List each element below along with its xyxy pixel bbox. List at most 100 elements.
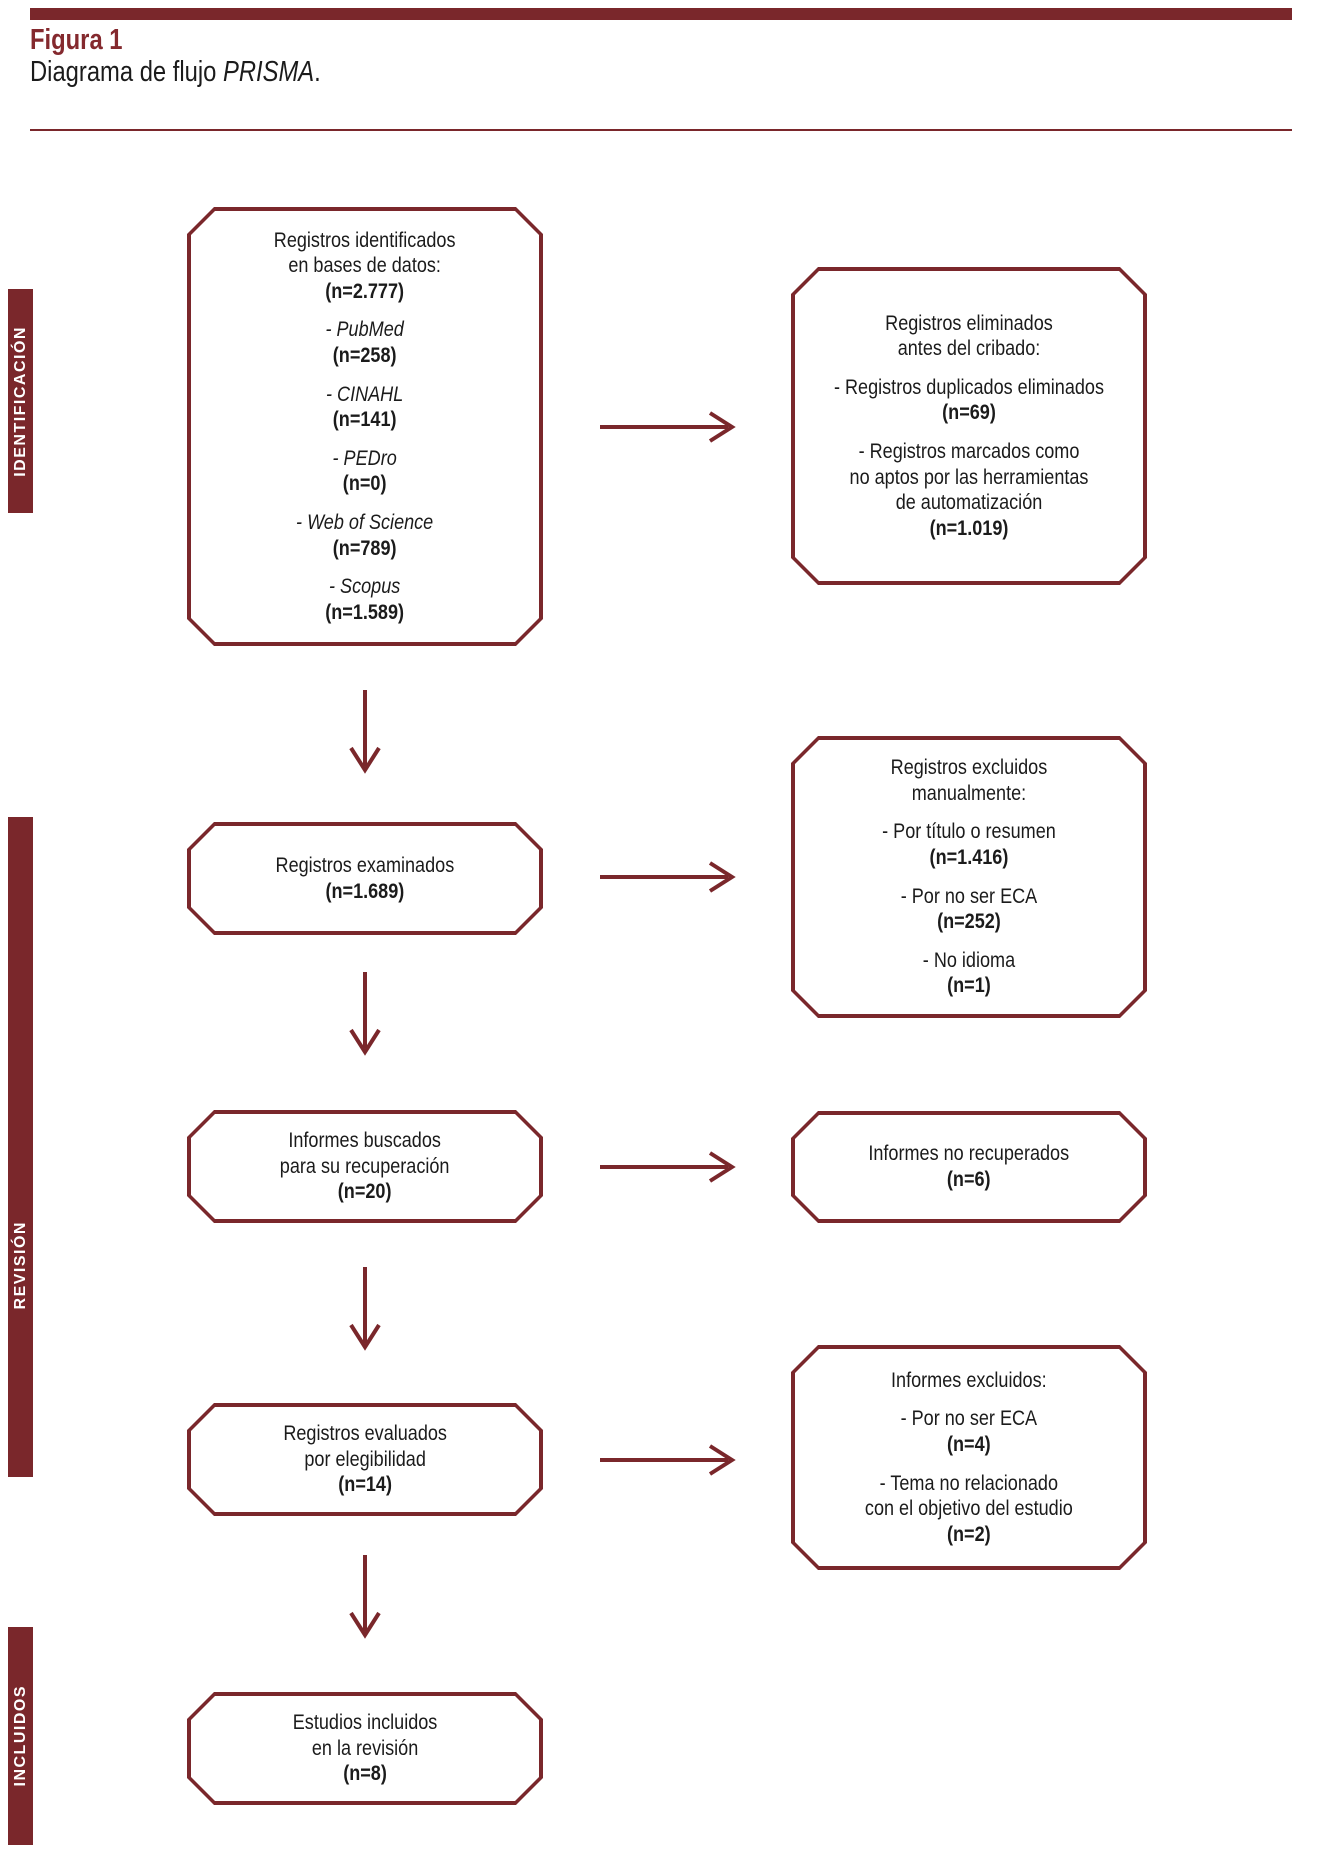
flow-arrow-right-4 xyxy=(600,1442,740,1478)
box-reports-not-retrieved-content: Informes no recuperados (n=6) xyxy=(869,1141,1070,1192)
stage-label-identification: IDENTIFICACIÓN xyxy=(8,289,33,513)
flow-arrow-down-3 xyxy=(347,1267,383,1355)
exclusion-n-value: (n=69) xyxy=(942,401,996,425)
box-reports-excluded: Informes excluidos: - Por no ser ECA (n=… xyxy=(791,1345,1147,1570)
box-records-assessed-surface: Registros evaluados por elegibilidad (n=… xyxy=(191,1407,539,1512)
top-rule-bar xyxy=(30,8,1292,20)
exclusion-line: - Registros marcados como xyxy=(858,440,1080,463)
flow-arrow-right-2 xyxy=(600,859,740,895)
exclusion-n-value: (n=252) xyxy=(937,910,1001,934)
box-excluded-manually-surface: Registros excluidos manualmente: - Por t… xyxy=(795,740,1143,1014)
box-title-line: Registros excluidos xyxy=(890,756,1048,780)
exclusion-line: no aptos por las herramientas xyxy=(849,465,1089,489)
figure-title-text: Diagrama de flujo xyxy=(30,56,223,88)
exclusion-line: - Tema no relacionado xyxy=(879,1471,1059,1495)
source-n-value: (n=0) xyxy=(343,472,387,496)
exclusion-line: - No idioma xyxy=(922,948,1016,972)
exclusion-item: - Tema no relacionado con el objetivo de… xyxy=(865,1471,1073,1548)
box-excluded-manually: Registros excluidos manualmente: - Por t… xyxy=(791,736,1147,1018)
box-title-line: manualmente: xyxy=(911,781,1027,805)
exclusion-line: con el objetivo del estudio xyxy=(865,1497,1073,1521)
box-records-screened: Registros examinados (n=1.689) xyxy=(187,822,543,935)
exclusion-item: - Por no ser ECA (n=4) xyxy=(865,1406,1073,1457)
box-reports-not-retrieved-surface: Informes no recuperados (n=6) xyxy=(795,1115,1143,1219)
exclusion-n-value: (n=1.416) xyxy=(929,845,1009,869)
source-name: - Web of Science xyxy=(296,511,434,535)
flow-arrow-down-1 xyxy=(347,690,383,778)
figure-title: Diagrama de flujo PRISMA. xyxy=(30,56,321,89)
box-reports-sought-content: Informes buscados para su recuperación (… xyxy=(280,1128,450,1205)
exclusion-item: - Registros duplicados eliminados (n=69) xyxy=(834,375,1104,426)
figure-title-italic: PRISMA xyxy=(222,56,315,88)
box-n-value: (n=20) xyxy=(338,1180,392,1204)
exclusion-line: - Por no ser ECA xyxy=(900,884,1038,908)
source-item: - CINAHL (n=141) xyxy=(274,382,456,433)
exclusion-item: - No idioma (n=1) xyxy=(882,948,1056,999)
box-title-line: Registros eliminados xyxy=(885,311,1053,335)
box-n-value: (n=14) xyxy=(338,1473,392,1497)
box-reports-excluded-surface: Informes excluidos: - Por no ser ECA (n=… xyxy=(795,1349,1143,1566)
box-reports-sought-surface: Informes buscados para su recuperación (… xyxy=(191,1114,539,1219)
box-title-line: por elegibilidad xyxy=(304,1447,426,1471)
box-n-value: (n=2.777) xyxy=(325,279,405,303)
exclusion-line: - Por título o resumen xyxy=(882,820,1056,844)
source-item: - PubMed (n=258) xyxy=(274,317,456,368)
box-title-line: para su recuperación xyxy=(280,1154,450,1178)
exclusion-item: - Registros marcados como no aptos por l… xyxy=(834,439,1104,541)
exclusion-n-value: (n=1.019) xyxy=(929,516,1009,540)
source-name: - CINAHL xyxy=(326,382,404,406)
box-studies-included-content: Estudios incluidos en la revisión (n=8) xyxy=(293,1710,438,1787)
box-records-removed-surface: Registros eliminados antes del cribado: … xyxy=(795,271,1143,581)
flow-arrow-down-2 xyxy=(347,972,383,1060)
box-title-line: en la revisión xyxy=(311,1736,419,1760)
box-records-screened-surface: Registros examinados (n=1.689) xyxy=(191,826,539,931)
exclusion-item: - Por título o resumen (n=1.416) xyxy=(882,819,1056,870)
source-name: - PEDro xyxy=(332,446,398,470)
source-n-value: (n=141) xyxy=(333,408,397,432)
exclusion-item: - Por no ser ECA (n=252) xyxy=(882,884,1056,935)
exclusion-n-value: (n=4) xyxy=(947,1432,991,1456)
source-name: - Scopus xyxy=(329,575,401,599)
stage-label-revision: REVISIÓN xyxy=(8,817,33,1477)
box-reports-sought: Informes buscados para su recuperación (… xyxy=(187,1110,543,1223)
box-n-value: (n=8) xyxy=(343,1762,387,1786)
box-title-line: antes del cribado: xyxy=(897,337,1041,361)
stage-label-revision-text: REVISIÓN xyxy=(11,1220,29,1309)
box-title-line: Registros evaluados xyxy=(283,1422,447,1446)
box-title-line: en bases de datos: xyxy=(288,254,442,278)
exclusion-line: de automatización xyxy=(895,491,1043,515)
box-studies-included: Estudios incluidos en la revisión (n=8) xyxy=(187,1692,543,1805)
box-reports-not-retrieved: Informes no recuperados (n=6) xyxy=(791,1111,1147,1223)
box-studies-included-surface: Estudios incluidos en la revisión (n=8) xyxy=(191,1696,539,1801)
source-item: - Web of Science (n=789) xyxy=(274,510,456,561)
box-n-value: (n=1.689) xyxy=(325,879,405,903)
box-records-removed-content: Registros eliminados antes del cribado: … xyxy=(834,311,1104,542)
source-n-value: (n=258) xyxy=(333,343,397,367)
figure-label: Figura 1 xyxy=(30,24,123,56)
box-records-removed: Registros eliminados antes del cribado: … xyxy=(791,267,1147,585)
flow-arrow-down-4 xyxy=(347,1555,383,1643)
figure-title-period: . xyxy=(314,56,321,88)
box-identified-content: Registros identificados en bases de dato… xyxy=(274,228,456,626)
exclusion-n-value: (n=1) xyxy=(947,974,991,998)
stage-label-incluidos: INCLUIDOS xyxy=(8,1627,33,1845)
source-n-value: (n=789) xyxy=(333,536,397,560)
source-item: - PEDro (n=0) xyxy=(274,446,456,497)
box-reports-excluded-content: Informes excluidos: - Por no ser ECA (n=… xyxy=(865,1368,1073,1548)
flow-arrow-right-1 xyxy=(600,409,740,445)
flow-arrow-right-3 xyxy=(600,1149,740,1185)
source-n-value: (n=1.589) xyxy=(325,600,405,624)
exclusion-n-value: (n=2) xyxy=(947,1522,991,1546)
exclusion-line: - Por no ser ECA xyxy=(900,1407,1038,1431)
box-title-line: Informes buscados xyxy=(288,1129,442,1153)
box-identified-records: Registros identificados en bases de dato… xyxy=(187,207,543,646)
source-item: - Scopus (n=1.589) xyxy=(274,574,456,625)
stage-label-incluidos-text: INCLUIDOS xyxy=(11,1685,29,1787)
box-records-assessed: Registros evaluados por elegibilidad (n=… xyxy=(187,1403,543,1516)
source-name: - PubMed xyxy=(325,318,405,342)
box-title-line: Registros identificados xyxy=(274,228,456,252)
stage-label-identification-text: IDENTIFICACIÓN xyxy=(11,325,29,477)
box-identified-surface: Registros identificados en bases de dato… xyxy=(191,211,539,642)
box-title-line: Informes excluidos: xyxy=(891,1368,1047,1392)
